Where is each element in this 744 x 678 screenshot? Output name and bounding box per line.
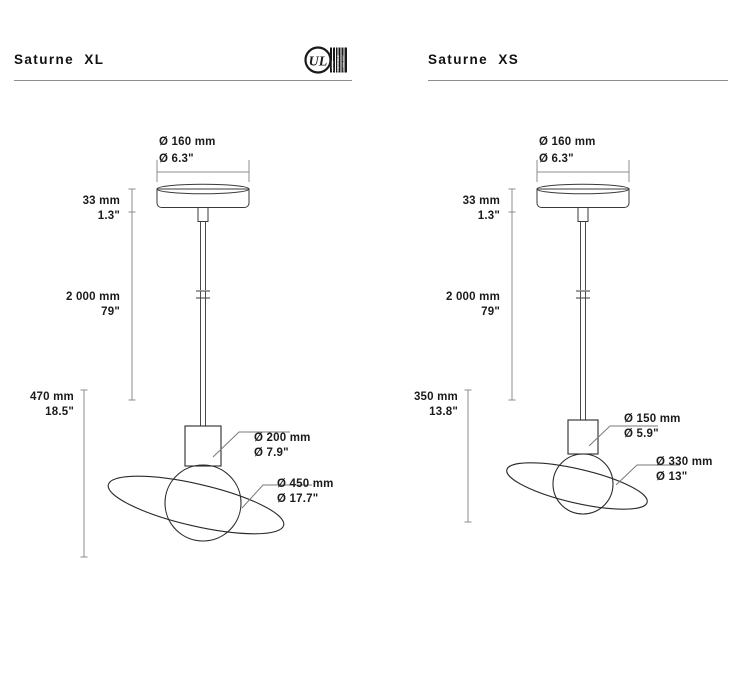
dim-fixture-height-inch-xl: 18.5" xyxy=(45,406,74,418)
svg-text:LUMINAIRE: LUMINAIRE xyxy=(342,55,346,71)
dim-fixture-height-xl xyxy=(80,389,88,558)
dim-cable-length-mm-xs: 2 000 mm xyxy=(446,291,500,303)
dim-canopy-height-inch-xs: 1.3" xyxy=(478,210,500,222)
cable-stem-lower-xl xyxy=(200,298,206,426)
svg-text:PORTABLE: PORTABLE xyxy=(336,55,340,71)
technical-drawing-xs: 33 mm 1.3" 2 000 mm 79" 350 mm 13.8" xyxy=(372,0,744,678)
dim-cable-length-xl xyxy=(128,211,136,401)
svg-text:LISTED: LISTED xyxy=(331,60,335,71)
dim-globe-diameter-mm-xs: Ø 150 mm xyxy=(624,413,681,425)
dim-canopy-height-mm-xl: 33 mm xyxy=(83,195,120,207)
globe-xs xyxy=(552,453,614,515)
cable-stem-top-xl xyxy=(197,207,209,290)
dim-cable-length-mm-xl: 2 000 mm xyxy=(66,291,120,303)
cable-connector-xl xyxy=(196,290,210,299)
dim-canopy-diameter-mm-xl: Ø 160 mm xyxy=(159,136,216,148)
dim-fixture-height-mm-xl: 470 mm xyxy=(30,391,74,403)
page-title-xs: Saturne XS xyxy=(428,52,520,67)
dim-ring-diameter-mm-xl: Ø 450 mm xyxy=(277,478,334,490)
dim-cable-length-inch-xs: 79" xyxy=(481,306,500,318)
dim-canopy-diameter-inch-xs: Ø 6.3" xyxy=(539,153,574,165)
canopy-xl xyxy=(156,183,250,208)
dim-ring-diameter-inch-xs: Ø 13" xyxy=(656,471,687,483)
panel-header-xl: Saturne XL UL LIST xyxy=(14,46,354,88)
dim-canopy-diameter-inch-xl: Ø 6.3" xyxy=(159,153,194,165)
dim-canopy-diameter-xs xyxy=(536,160,630,182)
cable-stem-top-xs xyxy=(577,207,589,290)
lamp-holder-xs xyxy=(567,419,599,455)
panel-header-xs: Saturne XS xyxy=(428,52,728,88)
dim-fixture-height-xs xyxy=(464,389,472,523)
dim-globe-diameter-inch-xs: Ø 5.9" xyxy=(624,428,659,440)
dim-cable-length-xs xyxy=(508,211,516,401)
lamp-holder-xl xyxy=(184,425,222,467)
dim-fixture-height-mm-xs: 350 mm xyxy=(414,391,458,403)
leader-globe-xl xyxy=(212,431,290,458)
leader-ring-xs xyxy=(615,464,680,486)
dim-canopy-height-xl xyxy=(128,188,136,213)
leader-globe-xs xyxy=(588,425,658,447)
dim-canopy-diameter-mm-xs: Ø 160 mm xyxy=(539,136,596,148)
saturn-ring-xl xyxy=(107,475,285,535)
header-rule-xl xyxy=(14,80,352,81)
dim-globe-diameter-inch-xl: Ø 7.9" xyxy=(254,447,289,459)
panel-saturne-xs: Saturne XS xyxy=(372,0,744,678)
dim-canopy-height-inch-xl: 1.3" xyxy=(98,210,120,222)
leader-ring-xl xyxy=(241,484,312,509)
ul-listed-mark-icon: UL LISTED PORTABLE LUMINAIRE xyxy=(303,45,349,75)
dim-cable-length-inch-xl: 79" xyxy=(101,306,120,318)
dim-fixture-height-inch-xs: 13.8" xyxy=(429,406,458,418)
panel-saturne-xl: Saturne XL UL LIST xyxy=(14,46,354,558)
dim-globe-diameter-mm-xl: Ø 200 mm xyxy=(254,432,311,444)
svg-text:UL: UL xyxy=(309,55,328,70)
dim-canopy-diameter-xl xyxy=(156,160,250,182)
dim-ring-diameter-mm-xs: Ø 330 mm xyxy=(656,456,713,468)
cable-stem-lower-xs xyxy=(580,298,586,420)
page-title-xl: Saturne XL xyxy=(14,52,105,67)
technical-drawing-xl: 33 mm 1.3" 2 000 mm 79" 470 mm 18.5" xyxy=(30,136,334,558)
dim-canopy-height-mm-xs: 33 mm xyxy=(463,195,500,207)
dim-ring-diameter-inch-xl: Ø 17.7" xyxy=(277,493,318,505)
canopy-xs xyxy=(536,183,630,208)
dim-canopy-height-xs xyxy=(508,188,516,213)
cable-connector-xs xyxy=(576,290,590,299)
saturn-ring-xs xyxy=(506,462,648,510)
globe-xl xyxy=(164,464,242,542)
header-rule-xs xyxy=(428,80,728,81)
